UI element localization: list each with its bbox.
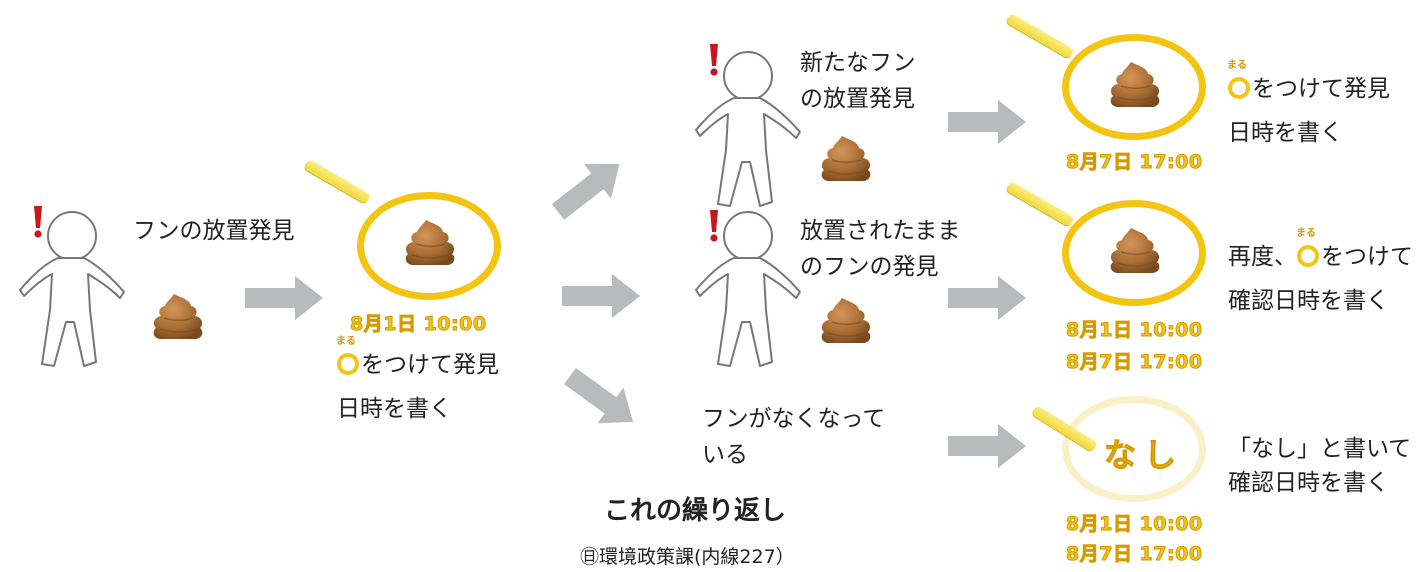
poop-icon	[1109, 227, 1161, 274]
summary-text: これの繰り返し	[604, 496, 787, 526]
branch-new-label-line1: 新たなフン	[800, 50, 916, 76]
nashi-label: なし	[1103, 436, 1185, 475]
poop-icon	[820, 135, 872, 182]
maru-icon: まる	[336, 336, 359, 375]
step1-label: フンの放置発見	[133, 218, 295, 244]
poop-icon	[404, 219, 456, 266]
exclamation-icon	[710, 44, 718, 76]
date-label: 8月1日 10:00	[350, 313, 487, 336]
chalk-icon	[303, 158, 372, 205]
branch-remaining-label-line2: のフンの発見	[800, 254, 939, 280]
footer-text: ㊐環境政策課(内線227）	[580, 546, 795, 568]
branch-gone-label-line1: フンがなくなって	[702, 406, 886, 432]
branch-new-label-line2: の放置発見	[800, 86, 915, 112]
arrow-icon	[562, 274, 640, 318]
circle-mark	[357, 192, 501, 300]
date-label: 8月7日 17:00	[1066, 151, 1203, 174]
poop-icon	[152, 293, 204, 340]
arrow-icon	[544, 146, 634, 230]
arrow-icon	[948, 424, 1026, 468]
branch-gone-result-line1: 「なし」と書いて	[1228, 436, 1412, 462]
chalk-icon	[1005, 180, 1075, 228]
chalk-icon	[1005, 12, 1075, 60]
arrow-icon	[948, 276, 1026, 320]
branch-gone-label-line2: いる	[702, 442, 748, 468]
maru-icon: まる	[1296, 228, 1319, 267]
maru-icon: まる	[1227, 60, 1250, 99]
exclamation-icon	[710, 210, 718, 242]
arrow-icon	[245, 276, 323, 320]
branch-remaining-result-line1: 再度、まるをつけて	[1228, 228, 1413, 270]
date-label: 8月1日 10:00	[1066, 513, 1203, 536]
branch-remaining-result-line2: 確認日時を書く	[1228, 288, 1389, 314]
arrow-icon	[557, 358, 647, 440]
date-label: 8月1日 10:00	[1066, 319, 1203, 342]
exclamation-icon	[34, 206, 42, 238]
step2-instruction-line2: 日時を書く	[337, 396, 452, 422]
step2-instruction-line1: まるをつけて発見	[336, 336, 499, 378]
branch-new-result-line1: まるをつけて発見	[1227, 60, 1390, 102]
branch-gone-result-line2: 確認日時を書く	[1228, 470, 1389, 496]
arrow-icon	[948, 100, 1026, 144]
date-label: 8月7日 17:00	[1066, 543, 1203, 566]
poop-icon	[820, 297, 872, 344]
branch-remaining-label-line1: 放置されたまま	[800, 218, 961, 244]
branch-new-result-line2: 日時を書く	[1228, 120, 1343, 146]
poop-icon	[1109, 61, 1161, 108]
date-label: 8月7日 17:00	[1066, 351, 1203, 374]
